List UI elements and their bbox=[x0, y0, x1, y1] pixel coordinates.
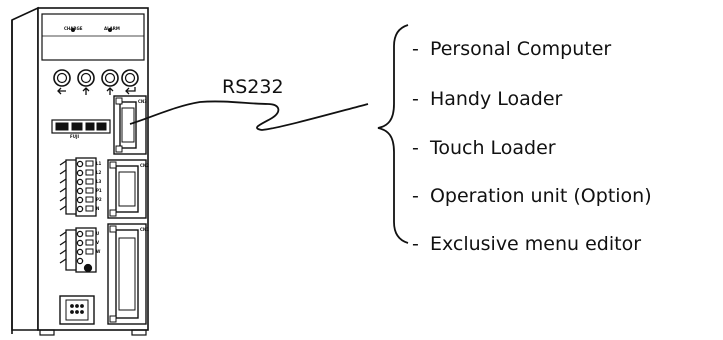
device-item: - Touch Loader bbox=[412, 139, 556, 158]
terminal-l1-label: L1 bbox=[96, 161, 102, 166]
alarm-label: ALARM bbox=[104, 26, 120, 31]
ground-terminal bbox=[83, 263, 93, 273]
list-bullet: - bbox=[412, 88, 419, 110]
brand-logo bbox=[51, 119, 111, 134]
keypad-buttons bbox=[53, 69, 139, 87]
cn3-connector bbox=[113, 95, 147, 155]
device-item: - Personal Computer bbox=[412, 40, 611, 59]
terminal-n-label: N bbox=[96, 206, 100, 211]
cn1-label: CN1 bbox=[140, 227, 150, 232]
motor-terminal-block bbox=[59, 227, 97, 273]
terminal-v-label: V bbox=[96, 240, 100, 245]
device-item: - Handy Loader bbox=[412, 90, 562, 109]
list-bullet: - bbox=[412, 185, 419, 207]
device-item: - Operation unit (Option) bbox=[412, 187, 652, 206]
rs232-cable bbox=[129, 100, 369, 131]
device-touch-loader: Touch Loader bbox=[429, 137, 556, 159]
device-personal-computer: Personal Computer bbox=[429, 38, 612, 60]
device-exclusive-menu-editor: Exclusive menu editor bbox=[429, 233, 642, 255]
terminal-p2-label: P2 bbox=[96, 197, 102, 202]
charge-label: CHARGE bbox=[64, 26, 83, 31]
device-item: - Exclusive menu editor bbox=[412, 235, 641, 254]
alarm-led bbox=[108, 28, 112, 32]
terminal-w-label: W bbox=[96, 249, 101, 254]
charge-led bbox=[71, 28, 75, 32]
device-operation-unit: Operation unit (Option) bbox=[429, 185, 652, 207]
device-handy-loader: Handy Loader bbox=[429, 88, 563, 110]
button-arrows bbox=[57, 87, 136, 95]
power-terminal-block bbox=[59, 157, 97, 217]
cn2-connector bbox=[107, 159, 147, 219]
list-bullet: - bbox=[412, 233, 419, 255]
list-bullet: - bbox=[412, 137, 419, 159]
terminal-u-label: U bbox=[96, 231, 100, 236]
rs232-label: RS232 bbox=[222, 76, 284, 98]
cn2-label: CN2 bbox=[140, 163, 150, 168]
cn1-connector bbox=[107, 223, 147, 325]
terminal-l2-label: L2 bbox=[96, 170, 102, 175]
encoder-connector bbox=[59, 295, 95, 325]
terminal-p1-label: P1 bbox=[96, 188, 102, 193]
terminal-l3-label: L3 bbox=[96, 179, 102, 184]
device-brace bbox=[377, 24, 409, 244]
list-bullet: - bbox=[412, 38, 419, 60]
cn3-label: CN3 bbox=[138, 99, 148, 104]
brand-label: FUJI bbox=[70, 134, 79, 139]
